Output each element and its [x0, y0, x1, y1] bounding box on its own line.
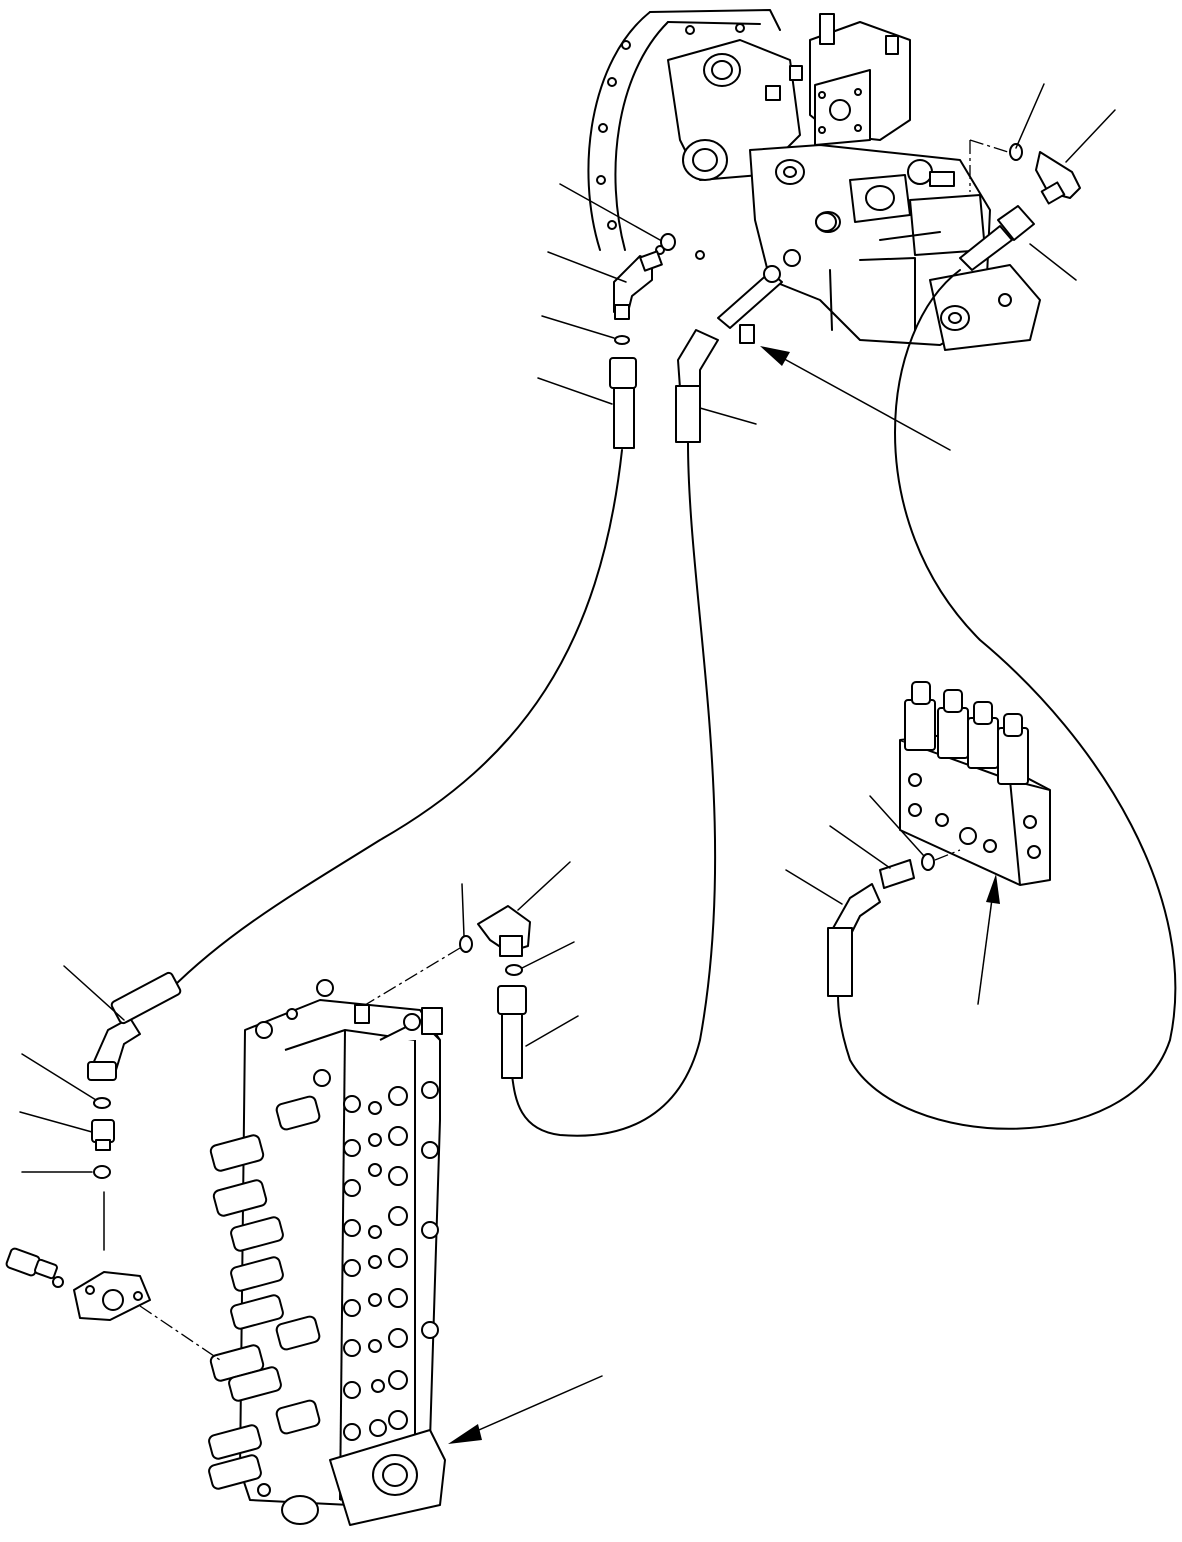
tee-hose: [675, 329, 719, 443]
assembly-line: [359, 947, 461, 1009]
pump-oring-right: [1009, 143, 1023, 161]
hose-center: [525, 1015, 579, 1047]
pump-hose-left: [609, 357, 637, 449]
pump-washer-left: [614, 335, 630, 345]
hose-center: [497, 985, 527, 1079]
pump-elbow-left: [613, 250, 663, 320]
solenoid-hose: [827, 883, 881, 997]
hose-lines: [169, 269, 1177, 1137]
solenoid-nipple: [829, 825, 891, 869]
oring-center: [459, 935, 473, 953]
callout-leaders: [19, 83, 1116, 1444]
cv-hose: [87, 971, 182, 1081]
solenoid-nipple: [879, 859, 915, 889]
tee-hose: [699, 407, 757, 425]
assembly-line: [934, 849, 961, 861]
solenoid-oring: [869, 795, 925, 857]
assembly-line: [969, 139, 1009, 153]
cv-oring-bottom: [93, 1165, 111, 1179]
pump-washer-left: [541, 315, 615, 339]
assembly-line: [139, 1305, 221, 1361]
control-valve-arrow: [448, 1375, 603, 1444]
solenoid-block-arrow: [977, 874, 1000, 1005]
pump-oring-left: [660, 233, 676, 251]
tee-fitting: [717, 212, 837, 344]
elbow-center: [517, 861, 571, 911]
cv-nipple: [91, 1119, 115, 1151]
hydraulic-pump: [587, 9, 1041, 351]
oring-center-small: [505, 964, 523, 976]
pump-elbow-right: [1065, 109, 1116, 163]
pump-oring-left: [559, 183, 661, 241]
pump-hose-left: [537, 377, 613, 405]
elbow-center: [477, 905, 531, 957]
cv-nipple: [19, 1111, 93, 1133]
solenoid-oring: [921, 853, 935, 871]
oring-center-small: [521, 941, 575, 969]
pump-hose-right: [1029, 243, 1077, 281]
solenoid-valve-block: [899, 681, 1051, 886]
pump-elbow-right: [1035, 151, 1081, 205]
tee-fitting-arrow: [760, 346, 951, 451]
oring-center: [461, 883, 465, 937]
cv-oring-top: [93, 1097, 111, 1109]
cv-hose: [63, 965, 125, 1021]
solenoid-hose: [785, 869, 843, 905]
cv-flange: [5, 1247, 151, 1321]
cv-oring-top: [21, 1053, 97, 1101]
pump-elbow-left: [547, 251, 627, 283]
pump-hose-right: [959, 205, 1035, 271]
pump-oring-right: [1015, 83, 1045, 149]
control-valve: [208, 979, 446, 1526]
